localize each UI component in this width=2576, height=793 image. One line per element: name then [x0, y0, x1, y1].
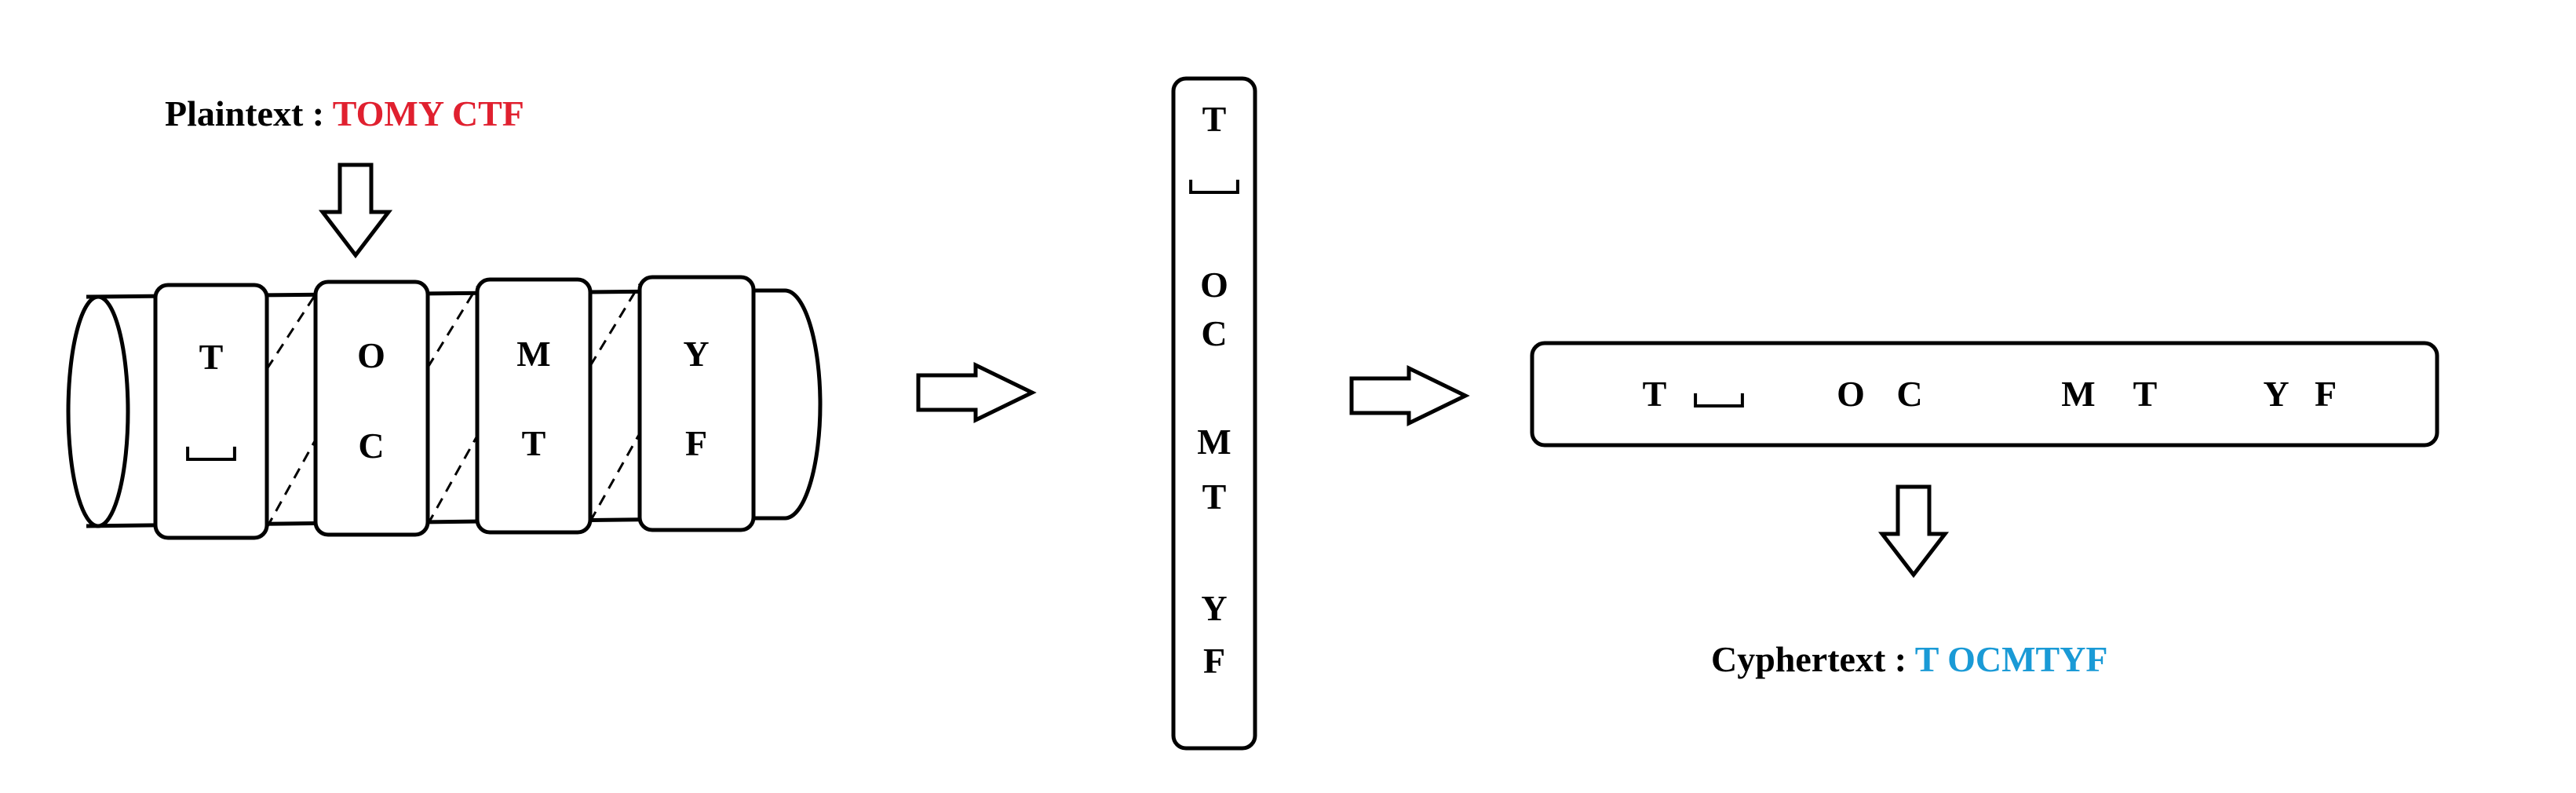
- vertical-strip-letter: C: [1201, 313, 1227, 353]
- vertical-strip-body: [1171, 76, 1257, 751]
- wrap-line: [265, 439, 317, 528]
- wrap-line: [589, 433, 641, 522]
- down-arrow-icon: [1877, 484, 1950, 579]
- space-symbol-icon: [1694, 393, 1744, 407]
- wrap-line: [265, 294, 317, 370]
- plaintext-label: Plaintext :: [165, 93, 333, 133]
- scytale-cylinder: T O C M T Y F: [66, 275, 823, 540]
- right-arrow-icon: [916, 362, 1037, 423]
- horizontal-strip-letter: T: [2133, 374, 2158, 414]
- space-symbol-icon: [1189, 179, 1239, 194]
- vertical-strip-letter: O: [1200, 265, 1228, 305]
- horizontal-strip-letter: T: [1643, 374, 1667, 414]
- cyphertext-caption: Cyphertext : T OCMTYF: [1711, 639, 2108, 679]
- segment-letter-bottom: F: [685, 423, 707, 463]
- vertical-strip-letter: T: [1202, 99, 1227, 139]
- strip-segment: [475, 277, 593, 535]
- horizontal-strip-letter: F: [2315, 374, 2337, 414]
- segment-letter-top: M: [516, 334, 550, 374]
- down-arrow-icon: [318, 163, 393, 259]
- vertical-strip-letter: Y: [1201, 588, 1227, 628]
- wrap-line: [589, 283, 641, 367]
- horizontal-strip-letter: O: [1837, 374, 1865, 414]
- wrap-line: [426, 286, 479, 368]
- space-symbol-icon: [186, 446, 236, 461]
- segment-letter-bottom: C: [358, 426, 384, 466]
- cyphertext-label: Cyphertext :: [1711, 639, 1915, 679]
- segment-letter-bottom: T: [522, 423, 546, 463]
- segment-letter-top: O: [357, 335, 385, 375]
- segment-letter-top: T: [199, 337, 224, 377]
- cyphertext-value: T OCMTYF: [1915, 639, 2108, 679]
- vertical-strip-letter: T: [1202, 477, 1227, 517]
- strip-segment: [153, 283, 269, 540]
- plaintext-value: TOMY CTF: [333, 93, 524, 133]
- segment-letter-top: Y: [683, 334, 709, 374]
- plaintext-caption: Plaintext : TOMY CTF: [165, 93, 524, 133]
- cylinder-left-end: [66, 294, 130, 528]
- horizontal-strip-letter: C: [1896, 374, 1922, 414]
- vertical-strip-letter: M: [1197, 422, 1231, 462]
- vertical-strip-letter: F: [1203, 641, 1225, 681]
- horizontal-strip-body: [1530, 341, 2439, 448]
- horizontal-strip-letter: Y: [2263, 374, 2289, 414]
- strip-segment: [313, 280, 430, 537]
- right-arrow-icon: [1349, 365, 1470, 426]
- horizontal-strip-letter: M: [2061, 374, 2095, 414]
- strip-segment: [637, 275, 756, 532]
- wrap-line: [426, 435, 479, 525]
